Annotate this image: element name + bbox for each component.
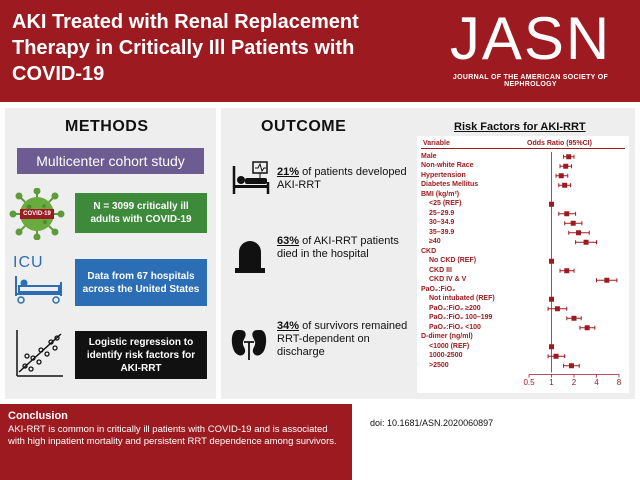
outcome-title: OUTCOME: [261, 118, 347, 135]
odds-ratio-point: [564, 268, 570, 274]
row-label: 35–39.9: [429, 228, 455, 236]
row-label: CKD IV & V: [429, 276, 467, 284]
row-label: Non-white Race: [421, 162, 474, 170]
cohort-label: Multicenter cohort study: [17, 148, 204, 174]
journal-logo-subtitle: JOURNAL OF THE AMERICAN SOCIETY OF NEPHR…: [452, 74, 609, 88]
odds-ratio-point: [558, 173, 564, 179]
row-label: Hypertension: [421, 171, 466, 179]
row-label: Male: [421, 152, 437, 160]
conclusion-text: AKI-RRT is common in critically ill pati…: [8, 424, 337, 447]
odds-ratio-point: [566, 154, 572, 160]
row-label: Not intubated (REF): [429, 295, 495, 303]
row-label: ≥40: [429, 238, 441, 246]
header-banner: AKI Treated with Renal Replacement Thera…: [0, 0, 640, 102]
odds-ratio-point: [564, 211, 570, 217]
virus-icon-label: COVID-19: [23, 211, 51, 217]
odds-ratio-point: [553, 353, 559, 359]
x-tick-label: 0.5: [523, 377, 535, 387]
kidney-icon: [229, 326, 269, 367]
x-tick-label: 8: [616, 377, 622, 387]
methods-title: METHODS: [65, 118, 149, 135]
row-label: <25 (REF): [429, 200, 462, 208]
method-regression: Logistic regression to identify risk fac…: [75, 331, 207, 379]
row-label: PaO₂:FiO₂: [421, 285, 456, 293]
outcome-rrt-dependence: 34% of survivors remained RRT-dependent …: [277, 320, 417, 359]
header-rule: [421, 148, 625, 149]
row-label: 30–34.9: [429, 219, 455, 227]
odds-ratio-point: [554, 306, 560, 312]
row-label: PaO₂:FiO₂ ≥200: [429, 304, 481, 312]
scatter-plot-icon: [13, 328, 65, 385]
outcome-panel: OUTCOME 21% of patients developed AKI-RR…: [221, 108, 635, 399]
row-label: D-dimer (ng/ml): [421, 333, 473, 341]
outcome-aki-rrt: 21% of patients developed AKI-RRT: [277, 166, 417, 192]
outcome-mortality: 63% of AKI-RRT patients died in the hosp…: [277, 235, 417, 261]
reference-point: [549, 296, 554, 302]
outcome-aki-rrt-text: of patients developed AKI-RRT: [277, 166, 407, 191]
tombstone-icon: [233, 238, 267, 279]
outcome-mortality-text: of AKI-RRT patients died in the hospital: [277, 235, 399, 260]
col-variable-header: Variable: [423, 140, 450, 147]
odds-ratio-point: [584, 325, 590, 331]
reference-point: [549, 258, 554, 264]
methods-panel: METHODS Multicenter cohort study COVID-1…: [5, 108, 216, 399]
odds-ratio-point: [570, 220, 576, 226]
outcome-aki-rrt-pct: 21%: [277, 166, 300, 178]
conclusion-box: Conclusion AKI-RRT is common in critical…: [0, 404, 352, 480]
forest-plot-marks: [528, 152, 620, 378]
odds-ratio-point: [583, 239, 589, 245]
hospital-bed-icon: [231, 160, 271, 203]
row-label: >2500: [429, 361, 449, 369]
icu-bed-icon: ICU: [13, 254, 65, 311]
method-hospitals: Data from 67 hospitals across the United…: [75, 259, 207, 306]
reference-point: [549, 201, 554, 207]
outcome-rrt-dependence-text: of survivors remained RRT-dependent on d…: [277, 320, 408, 358]
doi-text: doi: 10.1681/ASN.2020060897: [370, 418, 494, 428]
x-tick-label: 2: [571, 377, 577, 387]
outcome-mortality-pct: 63%: [277, 235, 300, 247]
odds-ratio-point: [563, 163, 569, 169]
odds-ratio-point: [568, 363, 574, 369]
row-label: <1000 (REF): [429, 342, 470, 350]
row-label: CKD III: [429, 266, 452, 274]
method-sample-size: N = 3099 critically ill adults with COVI…: [75, 193, 207, 233]
x-tick-label: 4: [594, 377, 599, 387]
row-label: PaO₂:FiO₂ <100: [429, 323, 481, 331]
odds-ratio-point: [576, 230, 582, 236]
col-odds-ratio-header: Odds Ratio (95%CI): [527, 140, 592, 147]
reference-point: [549, 344, 554, 350]
row-label: No CKD (REF): [429, 257, 477, 265]
row-label: 25–29.9: [429, 209, 455, 217]
odds-ratio-point: [571, 315, 577, 321]
journal-logo: JASN JOURNAL OF THE AMERICAN SOCIETY OF …: [428, 5, 633, 89]
page-title: AKI Treated with Renal Replacement Thera…: [12, 11, 359, 85]
row-label: CKD: [421, 247, 437, 255]
risk-factors-title: Risk Factors for AKI-RRT: [454, 121, 586, 133]
row-label: BMI (kg/m²): [421, 190, 460, 198]
odds-ratio-point: [604, 277, 610, 283]
journal-logo-name: JASN: [449, 5, 612, 72]
icu-label: ICU: [13, 254, 44, 271]
odds-ratio-point: [562, 182, 568, 188]
row-label: PaO₂:FiO₂ 100–199: [429, 314, 493, 322]
row-label: Diabetes Mellitus: [421, 181, 479, 189]
conclusion-title: Conclusion: [8, 410, 68, 422]
x-tick-label: 1: [549, 377, 554, 387]
row-label: 1000-2500: [429, 352, 463, 360]
virus-icon: COVID-19: [9, 187, 65, 245]
outcome-rrt-dependence-pct: 34%: [277, 320, 300, 332]
